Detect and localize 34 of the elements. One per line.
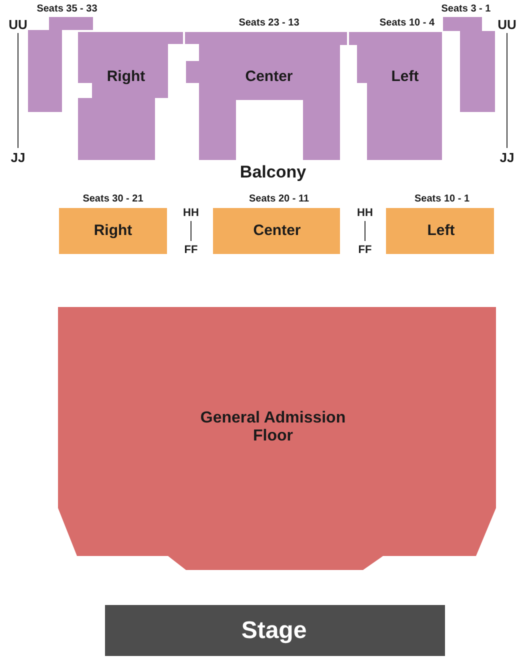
seat-range-label: Seats 23 - 13 [238,18,300,28]
row-label: HH [357,206,373,220]
stage-block [105,605,445,656]
row-label: HH [183,206,199,220]
seating-section [213,208,340,254]
seating-section [386,208,494,254]
seat-range-label: Seats 20 - 11 [248,194,310,204]
section-label: Left [391,68,419,86]
row-label: FF [184,244,198,256]
section-label: Right [94,222,132,240]
seat-range-label: Seats 3 - 1 [441,4,491,14]
section-label: General Admission Floor [199,409,347,445]
seat-range-label: Seats 10 - 1 [414,194,470,204]
level-label: Balcony [240,164,306,182]
row-label: FF [358,244,372,256]
seating-section [28,17,93,112]
row-label: JJ [10,150,26,166]
seating-section [443,17,495,112]
row-label: UU [498,18,516,32]
seating-section [185,32,347,160]
section-label: Center [245,68,293,86]
floor-area [58,307,496,570]
seating-section [78,32,183,160]
seat-range-label: Seats 35 - 33 [36,4,98,14]
row-label: JJ [500,150,514,166]
row-label: UU [8,18,28,32]
section-label: Right [106,68,146,86]
section-label: Center [253,222,301,240]
seat-range-label: Seats 30 - 21 [82,194,144,204]
stage-label: Stage [241,618,307,644]
seat-range-label: Seats 10 - 4 [379,18,435,28]
seating-section [59,208,167,254]
section-label: Left [427,222,455,240]
seating-section [349,32,442,160]
